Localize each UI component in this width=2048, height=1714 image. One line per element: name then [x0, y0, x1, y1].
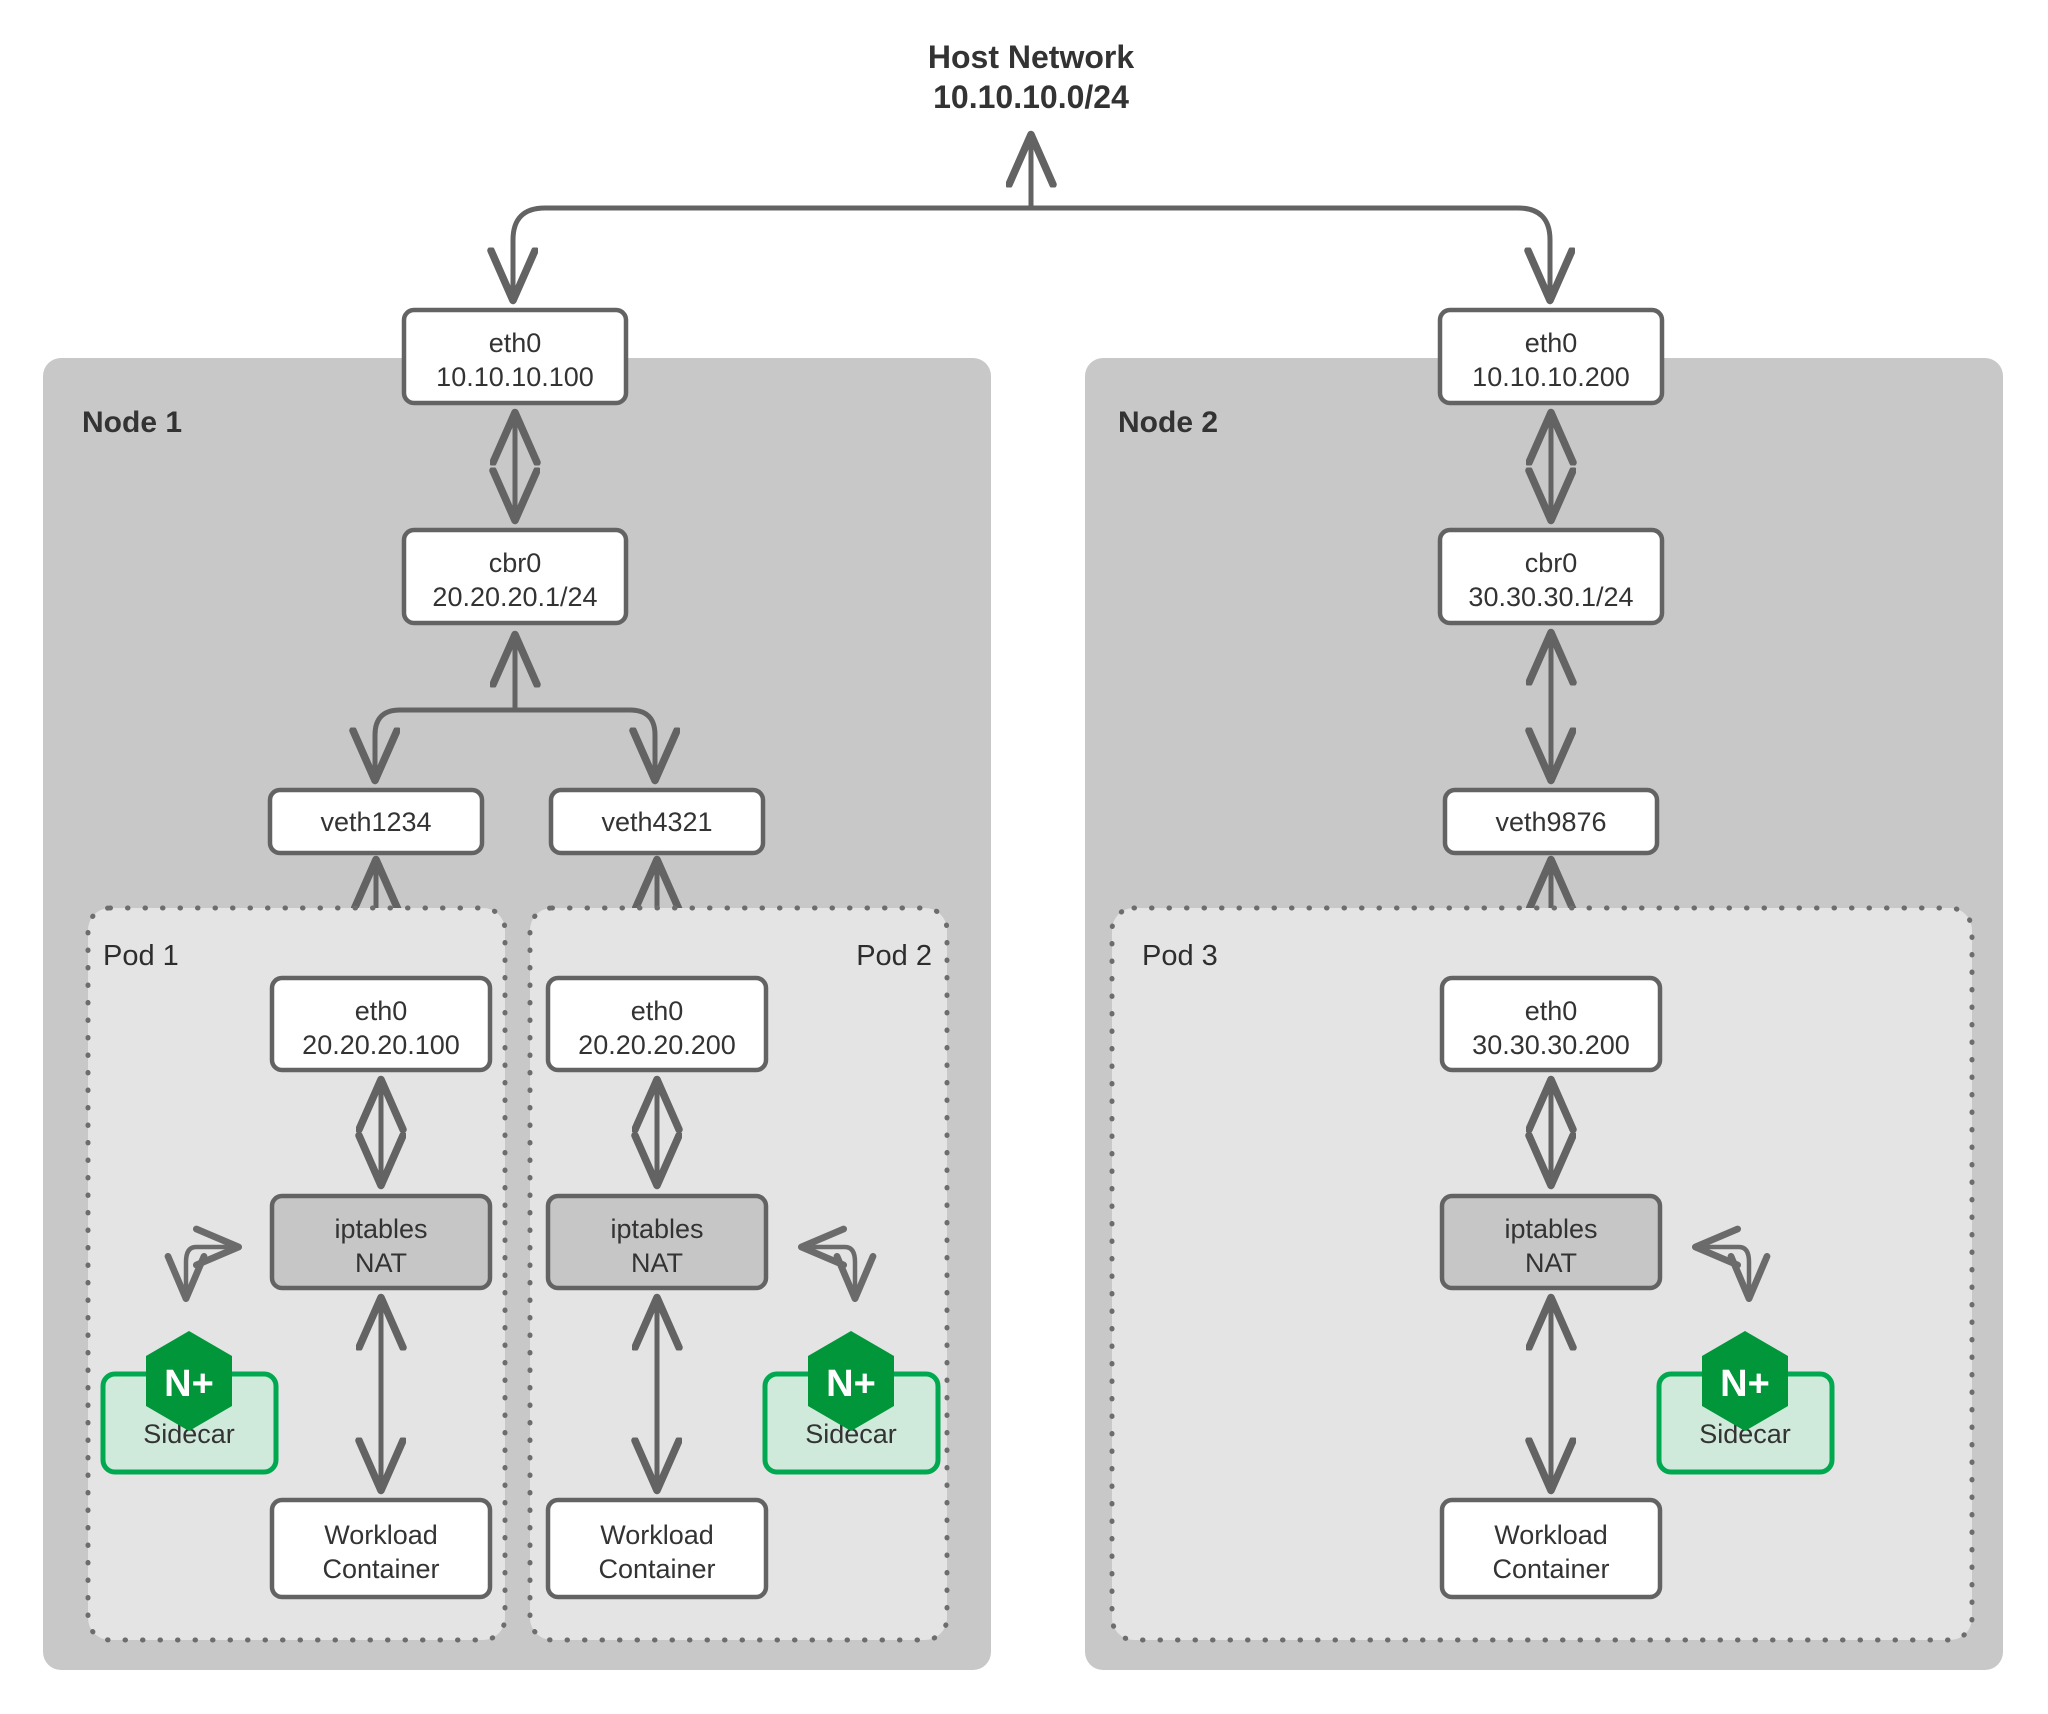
pod-2-workload-line2: Container — [598, 1554, 715, 1584]
pod-3-eth0-box[interactable]: eth0 30.30.30.200 — [1439, 975, 1663, 1073]
pod-1-eth0-line1: eth0 — [355, 996, 408, 1026]
pod-1-nat-line1: iptables — [334, 1214, 427, 1244]
pod-1-nat-rect[interactable] — [269, 1193, 493, 1291]
node-1-cbr0-rect[interactable] — [401, 527, 629, 626]
pod-3-nat-rect[interactable] — [1439, 1193, 1663, 1291]
pod-2-label: Pod 2 — [856, 940, 932, 972]
pod-1-eth0-rect[interactable] — [269, 975, 493, 1073]
host-network-title-line2: 10.10.10.0/24 — [933, 79, 1129, 115]
pod-2-nat-to-sidecar-arrow — [797, 1225, 877, 1303]
node-2-cbr0-line2: 30.30.30.1/24 — [1468, 582, 1633, 612]
node-2-veth9876-rect[interactable] — [1442, 787, 1660, 856]
node-1-cbr0-line2: 20.20.20.1/24 — [432, 582, 597, 612]
pod-1-label: Pod 1 — [103, 940, 179, 972]
pod-3-nat-line1: iptables — [1504, 1214, 1597, 1244]
node-1-veth1234-label: veth1234 — [320, 807, 431, 837]
node-2-label: Node 2 — [1118, 406, 1218, 439]
pod-1-iptables-nat-box[interactable]: iptables NAT — [269, 1193, 493, 1291]
pod-2-workload-line1: Workload — [600, 1520, 714, 1550]
pod-1-workload-container-box[interactable]: Workload Container — [269, 1497, 493, 1600]
node-2-eth0-line1: eth0 — [1525, 328, 1578, 358]
pod-1-nat-to-sidecar-arrow — [164, 1225, 243, 1303]
pod-3-sidecar-box[interactable]: Sidecar N+ — [1656, 1331, 1835, 1475]
pod-3-nat-line2: NAT — [1525, 1248, 1577, 1278]
pod-3-workload-rect[interactable] — [1439, 1497, 1663, 1600]
pod-3-eth0-line2: 30.30.30.200 — [1472, 1030, 1630, 1060]
pod-2-iptables-nat-box[interactable]: iptables NAT — [545, 1193, 769, 1291]
pod-3-eth0-line1: eth0 — [1525, 996, 1578, 1026]
node-2-eth0-box[interactable]: eth0 10.10.10.200 — [1437, 307, 1665, 406]
host-network-connector — [513, 135, 1550, 300]
pod-2-nat-line1: iptables — [610, 1214, 703, 1244]
pod-3-eth0-rect[interactable] — [1439, 975, 1663, 1073]
node-2-cbr0-box[interactable]: cbr0 30.30.30.1/24 — [1437, 527, 1665, 626]
node-1-cbr0-to-veth-connector — [375, 635, 655, 780]
pod-2-workload-container-box[interactable]: Workload Container — [545, 1497, 769, 1600]
node-1-veth4321-box[interactable]: veth4321 — [548, 787, 766, 856]
pod-2-eth0-line2: 20.20.20.200 — [578, 1030, 736, 1060]
node-1-eth0-rect[interactable] — [401, 307, 629, 406]
host-network-title: Host Network 10.10.10.0/24 — [928, 39, 1134, 115]
pod-1-workload-line1: Workload — [324, 1520, 438, 1550]
node-2-veth9876-box[interactable]: veth9876 — [1442, 787, 1660, 856]
pod-1-nat-line2: NAT — [355, 1248, 407, 1278]
node-1-eth0-line2: 10.10.10.100 — [436, 362, 594, 392]
pod-3-nginx-plus-logo-icon: N+ — [1702, 1331, 1788, 1431]
pod-3-label: Pod 3 — [1142, 940, 1218, 972]
pod-2-eth0-box[interactable]: eth0 20.20.20.200 — [545, 975, 769, 1073]
node-2-veth9876-label: veth9876 — [1495, 807, 1606, 837]
pod-1-workload-rect[interactable] — [269, 1497, 493, 1600]
host-network-title-line1: Host Network — [928, 39, 1134, 75]
pod-3-iptables-nat-box[interactable]: iptables NAT — [1439, 1193, 1663, 1291]
node-1-veth1234-box[interactable]: veth1234 — [267, 787, 485, 856]
pod-2-nginx-plus-logo-text: N+ — [826, 1363, 876, 1405]
node-1-cbr0-line1: cbr0 — [489, 548, 542, 578]
pod-3-nat-to-sidecar-arrow — [1691, 1225, 1771, 1303]
pod-2-eth0-line1: eth0 — [631, 996, 684, 1026]
node-2-eth0-rect[interactable] — [1437, 307, 1665, 406]
node-1-veth4321-label: veth4321 — [601, 807, 712, 837]
pod-3-workload-line2: Container — [1492, 1554, 1609, 1584]
pod-2-workload-rect[interactable] — [545, 1497, 769, 1600]
node-1-eth0-box[interactable]: eth0 10.10.10.100 — [401, 307, 629, 406]
node-2-eth0-line2: 10.10.10.200 — [1472, 362, 1630, 392]
node-1-label: Node 1 — [82, 406, 182, 439]
pod-1-nginx-plus-logo-icon: N+ — [146, 1331, 232, 1431]
pod-1-eth0-box[interactable]: eth0 20.20.20.100 — [269, 975, 493, 1073]
pod-1-sidecar-box[interactable]: Sidecar N+ — [100, 1331, 279, 1475]
pod-2-nat-line2: NAT — [631, 1248, 683, 1278]
pod-2-nginx-plus-logo-icon: N+ — [808, 1331, 894, 1431]
node-1-cbr0-box[interactable]: cbr0 20.20.20.1/24 — [401, 527, 629, 626]
pod-1-workload-line2: Container — [322, 1554, 439, 1584]
pod-2-eth0-rect[interactable] — [545, 975, 769, 1073]
pod-3-workload-container-box[interactable]: Workload Container — [1439, 1497, 1663, 1600]
node-1-veth4321-rect[interactable] — [548, 787, 766, 856]
pod-1-nginx-plus-logo-text: N+ — [164, 1363, 214, 1405]
node-1-veth1234-rect[interactable] — [267, 787, 485, 856]
pod-2-sidecar-box[interactable]: Sidecar N+ — [762, 1331, 941, 1475]
pod-3-workload-line1: Workload — [1494, 1520, 1608, 1550]
node-2-cbr0-line1: cbr0 — [1525, 548, 1578, 578]
pod-3-nginx-plus-logo-text: N+ — [1720, 1363, 1770, 1405]
pod-2-nat-rect[interactable] — [545, 1193, 769, 1291]
node-1-eth0-line1: eth0 — [489, 328, 542, 358]
pod-1-eth0-line2: 20.20.20.100 — [302, 1030, 460, 1060]
node-2-cbr0-rect[interactable] — [1437, 527, 1665, 626]
